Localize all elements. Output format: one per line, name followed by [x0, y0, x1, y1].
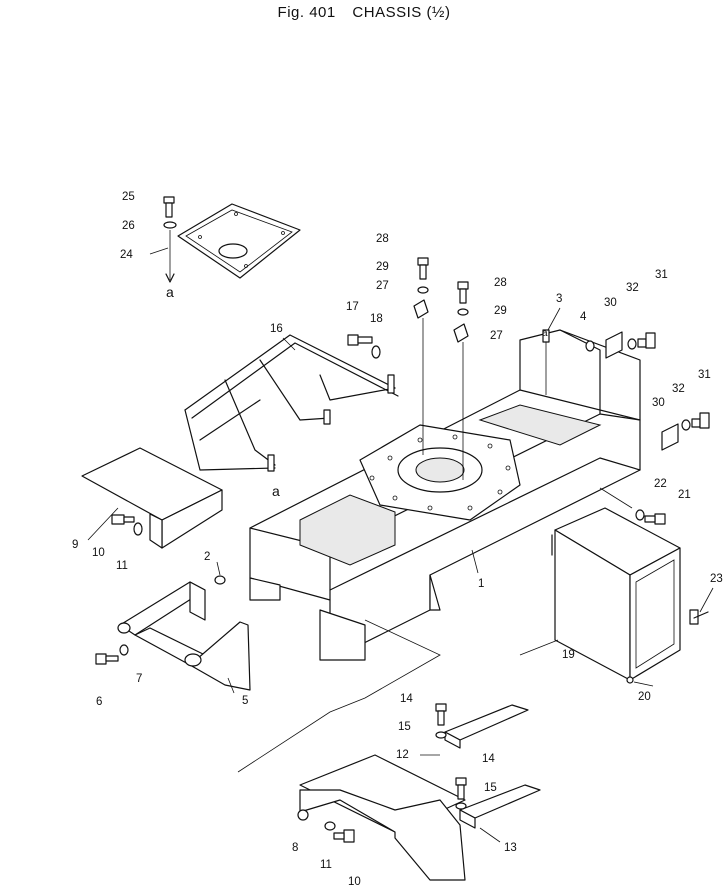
callout-16: 16 — [270, 323, 283, 335]
callout-14-lower: 14 — [482, 753, 495, 765]
bolt-28-left — [417, 257, 429, 280]
washer-29-left — [417, 286, 429, 294]
leader-lines — [87, 247, 714, 843]
battery-box — [551, 507, 681, 684]
washer-29-right — [457, 308, 469, 316]
callout-labels: 1 2 3 4 5 6 7 8 9 10 10 11 11 12 13 14 1… — [72, 191, 723, 888]
reference-a-cover: a — [166, 284, 174, 300]
figure-name: CHASSIS (½) — [352, 4, 451, 21]
callout-17: 17 — [346, 301, 359, 313]
callout-30-lower: 30 — [652, 397, 665, 409]
washer-32-upper — [627, 338, 637, 350]
bolt-31-lower — [691, 412, 710, 429]
bolt-10-left — [111, 514, 135, 525]
callout-10-left: 10 — [92, 547, 105, 559]
callout-9: 9 — [72, 539, 78, 551]
washer-11-left — [133, 522, 143, 536]
callout-19: 19 — [562, 649, 575, 661]
locator-outline — [237, 619, 441, 773]
washer-11-right — [324, 821, 336, 831]
washer-15-lower — [455, 802, 467, 810]
washer-26 — [163, 221, 177, 229]
callout-11-right: 11 — [320, 859, 332, 871]
callout-26: 26 — [122, 220, 135, 232]
figure-number: Fig. 401 — [277, 4, 336, 21]
callout-20: 20 — [638, 691, 651, 703]
callout-28-right: 28 — [494, 277, 507, 289]
drawbar-bracket — [117, 581, 251, 691]
rail-12 — [444, 704, 529, 749]
cover-plate — [177, 203, 301, 279]
callout-1: 1 — [478, 578, 484, 590]
reference-a-bracket: a — [542, 328, 548, 339]
washer-22 — [635, 509, 645, 521]
callout-22: 22 — [654, 478, 667, 490]
main-frame — [249, 329, 641, 661]
bolt-21 — [644, 513, 666, 525]
nut-4 — [585, 340, 595, 352]
callout-18: 18 — [370, 313, 383, 325]
plate-30-upper — [605, 331, 623, 359]
callout-11-left: 11 — [116, 560, 128, 572]
plug-2 — [214, 575, 226, 585]
callout-4: 4 — [580, 311, 587, 323]
callout-5: 5 — [242, 695, 248, 707]
callout-2: 2 — [204, 551, 210, 563]
bolt-14-upper — [435, 703, 447, 726]
step-plate-right — [297, 754, 466, 881]
washer-7 — [119, 644, 129, 656]
washer-15-upper — [435, 731, 447, 739]
callout-27-right: 27 — [490, 330, 503, 342]
plate-30-lower — [661, 423, 679, 451]
bolt-17 — [347, 334, 373, 346]
callout-23: 23 — [710, 573, 723, 585]
callout-8: 8 — [292, 842, 298, 854]
callout-28-left: 28 — [376, 233, 389, 245]
callout-24: 24 — [120, 249, 133, 261]
callout-13: 13 — [504, 842, 517, 854]
callout-3: 3 — [556, 293, 562, 305]
callout-6: 6 — [96, 696, 102, 708]
callout-32-lower: 32 — [672, 383, 685, 395]
callout-25: 25 — [122, 191, 135, 203]
bolt-28-right — [457, 281, 469, 304]
step-plate-left — [81, 447, 223, 549]
callout-15-lower: 15 — [484, 782, 497, 794]
bolt-10-right — [333, 829, 355, 843]
callout-14-upper: 14 — [400, 693, 413, 705]
callout-7: 7 — [136, 673, 142, 685]
bolt-14-lower — [455, 777, 467, 800]
bracket-3 — [542, 329, 550, 395]
callout-29-left: 29 — [376, 261, 389, 273]
bolt-25 — [163, 196, 175, 218]
washer-32-lower — [681, 419, 691, 431]
callout-21: 21 — [678, 489, 691, 501]
callout-30-upper: 30 — [604, 297, 617, 309]
callout-29-right: 29 — [494, 305, 507, 317]
rail-13 — [459, 784, 541, 829]
callout-27-left: 27 — [376, 280, 389, 292]
latch-23 — [689, 609, 709, 625]
bolt-31-upper — [637, 332, 656, 349]
lockplate-27-right — [453, 323, 469, 343]
figure-title: Fig. 401 CHASSIS (½) — [0, 4, 728, 21]
callout-32-upper: 32 — [626, 282, 639, 294]
callout-31-upper: 31 — [655, 269, 668, 281]
guard-frame — [184, 334, 399, 472]
callout-31-lower: 31 — [698, 369, 711, 381]
bolt-6 — [95, 653, 119, 665]
washer-18 — [371, 345, 381, 359]
callout-12: 12 — [396, 749, 409, 761]
lockplate-27-left — [413, 299, 429, 319]
callout-15-upper: 15 — [398, 721, 411, 733]
callout-10-right: 10 — [348, 876, 361, 886]
reference-a-frame: a — [272, 483, 280, 499]
